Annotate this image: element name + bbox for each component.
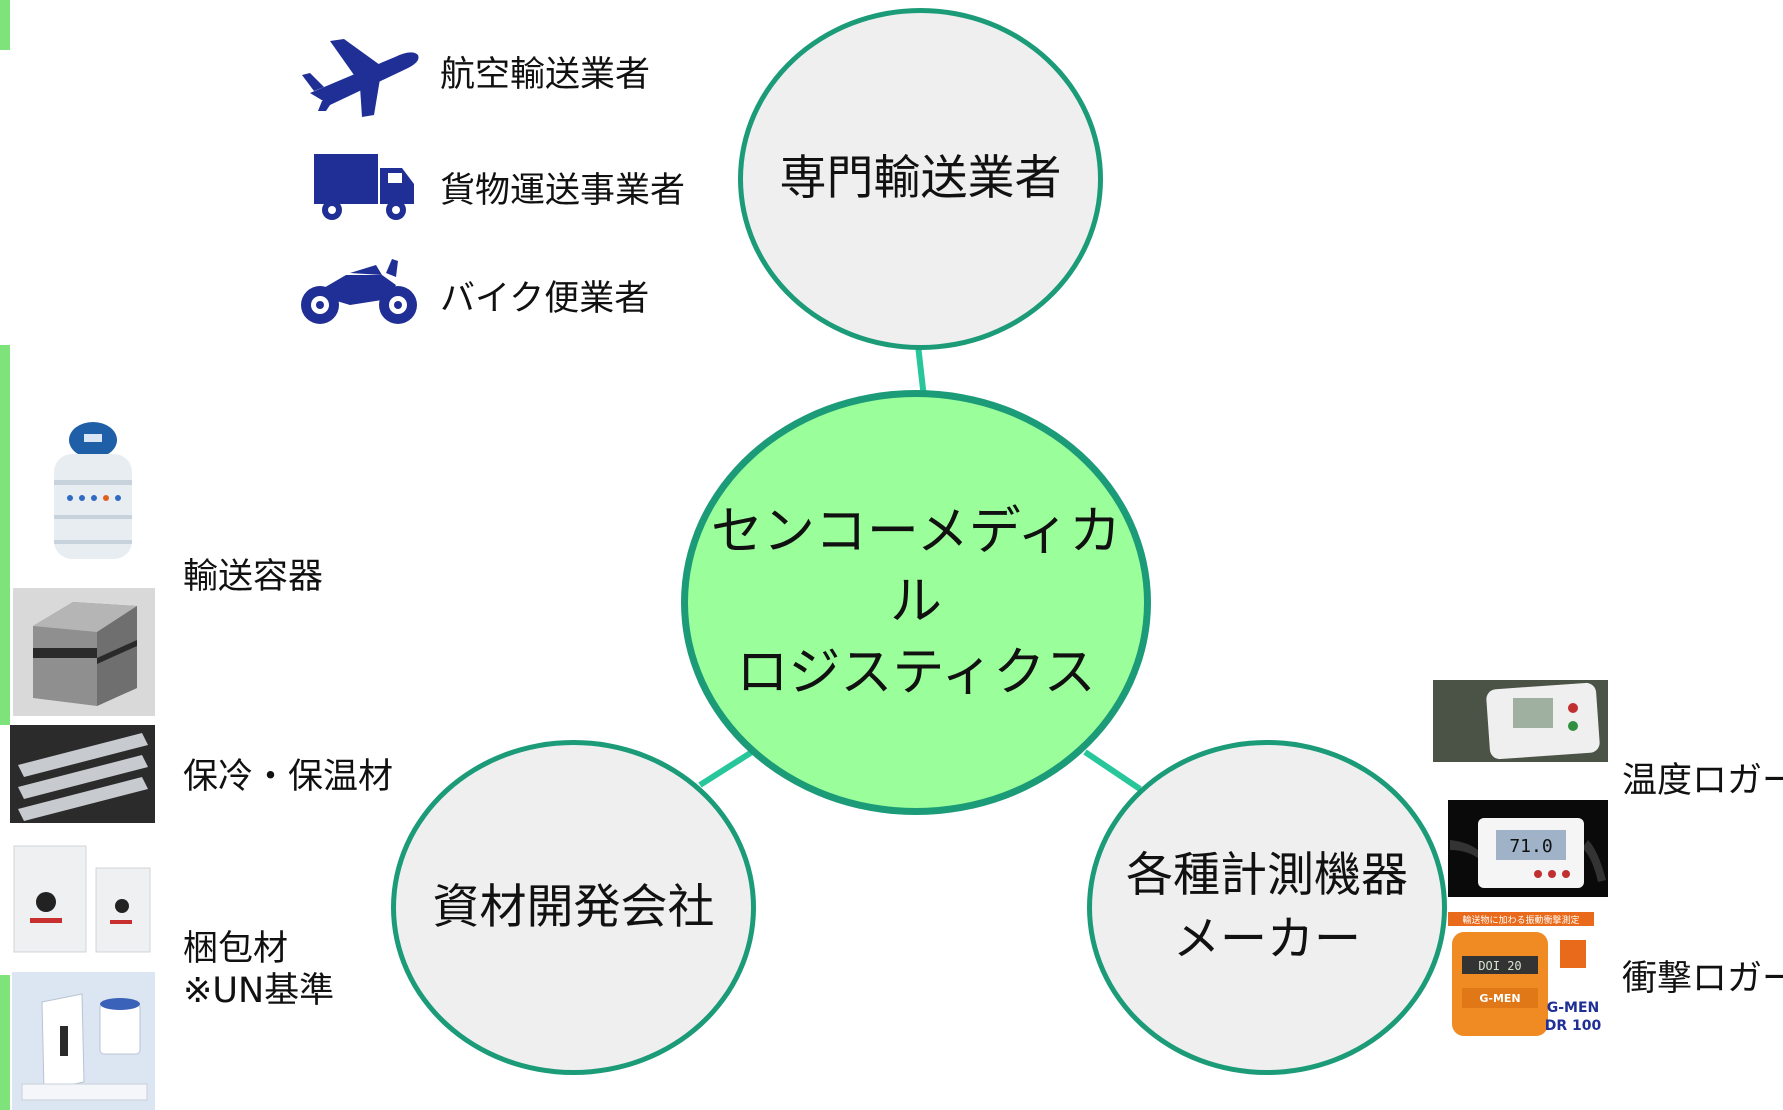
truck-icon: [314, 154, 414, 220]
node-instruments-label-line2: メーカー: [1173, 911, 1361, 967]
material-item-container: 輸送容器: [183, 557, 324, 597]
hub-circle: センコーメディカル ロジスティクス: [681, 390, 1151, 815]
packing-bag-photo: [10, 840, 155, 960]
hub-label-line1: センコーメディカル: [710, 502, 1122, 633]
material-item-insulation: 保冷・保温材: [183, 757, 394, 797]
transport-item-cargo: 貨物運送事業者: [440, 171, 686, 211]
instrument-item-temperature: 温度ロガー: [1622, 761, 1783, 801]
airplane-icon: [302, 39, 419, 117]
temp-logger-display: 71.0: [1509, 836, 1552, 857]
material-item-packing-line2: ※UN基準: [183, 971, 335, 1011]
connector-hub-instruments: [1083, 749, 1142, 792]
motorcycle-icon: [301, 259, 417, 324]
shock-logger-screen: DOI 20: [1478, 959, 1521, 973]
node-transport-circle: 専門輸送業者: [738, 8, 1103, 350]
node-materials-circle: 資材開発会社: [391, 740, 756, 1075]
instrument-item-shock: 衝撃ロガー: [1622, 959, 1783, 999]
temperature-logger-photo-1: [1433, 680, 1608, 762]
node-instruments-circle: 各種計測機器 メーカー: [1087, 740, 1447, 1075]
left-accent-bar: [0, 975, 10, 1110]
insulated-box-photo: [13, 588, 155, 716]
left-accent-bar: [0, 0, 10, 50]
shock-logger-banner: 輸送物に加わる振動衝撃測定: [1462, 914, 1579, 926]
material-item-packing-line1: 梱包材: [183, 929, 289, 969]
hub-label-line2: ロジスティクス: [736, 642, 1096, 703]
connector-hub-materials: [698, 749, 754, 788]
cold-pack-photo: [10, 725, 155, 823]
node-transport-label: 専門輸送業者: [779, 151, 1062, 207]
node-materials-label: 資材開発会社: [432, 879, 715, 935]
un-package-photo: [12, 972, 155, 1110]
connector-hub-transport: [915, 344, 927, 399]
node-instruments-label-line1: 各種計測機器: [1126, 848, 1408, 904]
left-accent-bar: [0, 345, 10, 725]
transport-item-bike: バイク便業者: [440, 279, 650, 319]
transport-item-air: 航空輸送業者: [440, 55, 651, 95]
dewar-container-photo: [54, 422, 132, 559]
shock-logger-model: DR 100: [1545, 1018, 1602, 1034]
shock-logger-photo: 輸送物に加わる振動衝撃測定 DOI 20 G-MEN G-MEN DR 100: [1448, 912, 1608, 1038]
shock-logger-device-brand: G-MEN: [1479, 992, 1520, 1005]
shock-logger-brand: G-MEN: [1547, 1000, 1600, 1016]
temperature-logger-photo-2: 71.0: [1448, 800, 1608, 897]
material-item-packing: 梱包材 ※UN基準: [183, 928, 334, 1012]
